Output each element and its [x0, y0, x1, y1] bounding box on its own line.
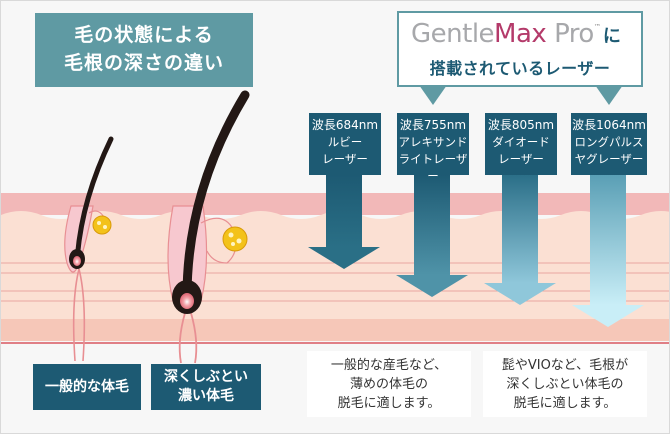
callout-pointer-icon — [419, 85, 447, 105]
laser-wavelength: 波長755nm — [399, 118, 467, 132]
laser-arrow-1064 — [572, 175, 644, 327]
brand-max: Max — [494, 19, 547, 49]
laser-name: ライトレーザー — [398, 152, 468, 183]
laser-name: ダイオード — [492, 135, 550, 149]
laser-arrow-755 — [396, 175, 468, 297]
brand-subtitle: 搭載されているレーザー — [429, 59, 611, 78]
hair-label-general: 一般的な体毛 — [33, 364, 141, 410]
description-deep: 髭やVIOなど、毛根が 深くしぶとい体毛の 脱毛に適します。 — [483, 351, 647, 417]
laser-name: ルビー — [327, 135, 363, 149]
laser-arrow-805 — [484, 175, 556, 305]
diagram-title: 毛の状態による 毛根の深さの違い — [35, 13, 253, 87]
description-line: 深くしぶとい体毛の — [506, 377, 624, 392]
laser-wavelength: 波長1064nm — [572, 118, 646, 132]
callout-pointer-icon — [595, 85, 623, 105]
description-line: 一般的な産毛など、 — [330, 358, 448, 373]
brand-trademark: ™ — [593, 23, 601, 31]
skin-dermis-lower — [1, 319, 669, 341]
laser-name: アレキサンド — [398, 135, 468, 149]
hair-label-line: 濃い体毛 — [178, 388, 234, 404]
hair-follicle-shallow — [64, 136, 114, 362]
title-line: 毛の状態による — [74, 24, 214, 46]
laser-label-805: 波長805nm ダイオード レーザー — [485, 113, 557, 175]
hair-label-deep: 深くしぶとい 濃い体毛 — [151, 364, 261, 410]
description-line: 薄めの体毛の — [349, 377, 428, 392]
description-line: 髭やVIOなど、毛根が — [501, 358, 629, 373]
hair-follicle-deep — [167, 90, 250, 364]
brand-pro: Pro — [546, 19, 594, 49]
laser-label-1064: 波長1064nm ロングパルス ヤグレーザー — [571, 113, 647, 175]
laser-wavelength: 波長684nm — [311, 118, 379, 132]
laser-name: レーザー — [498, 152, 544, 166]
description-shallow: 一般的な産毛など、 薄めの体毛の 脱毛に適します。 — [307, 351, 471, 417]
sebaceous-gland-icon — [92, 215, 112, 235]
laser-name: レーザー — [322, 152, 368, 166]
hair-label-line: 深くしぶとい — [164, 369, 248, 385]
laser-name: ヤグレーザー — [574, 152, 644, 166]
description-line: 脱毛に適します。 — [337, 396, 441, 411]
title-line: 毛根の深さの違い — [63, 52, 224, 74]
sebaceous-gland-icon — [222, 226, 248, 252]
laser-arrow-684 — [308, 175, 380, 269]
description-line: 脱毛に適します。 — [513, 396, 617, 411]
brand-gentle: Gentle — [411, 19, 495, 49]
laser-label-684: 波長684nm ルビー レーザー — [309, 113, 381, 175]
laser-name: ロングパルス — [574, 135, 644, 149]
brand-suffix: に — [602, 26, 621, 47]
laser-label-755: 波長755nm アレキサンド ライトレーザー — [397, 113, 469, 183]
laser-wavelength: 波長805nm — [487, 118, 555, 132]
